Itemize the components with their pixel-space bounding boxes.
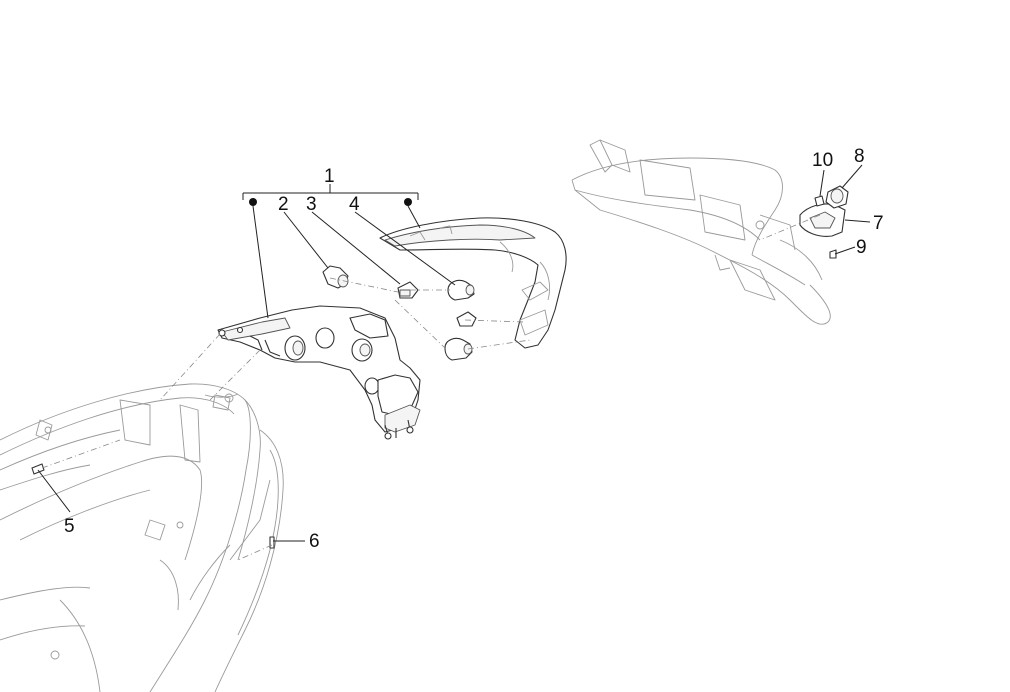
callout-3: 3 bbox=[306, 194, 317, 215]
kit-bracket bbox=[242, 184, 419, 206]
callout-9: 9 bbox=[856, 237, 867, 258]
rear-mudguard bbox=[571, 139, 831, 325]
callout-5: 5 bbox=[64, 516, 75, 537]
kit-marker-dot bbox=[249, 198, 257, 206]
callout-labels: 1 2 3 4 5 6 7 8 9 10 bbox=[64, 146, 884, 552]
callout-10: 10 bbox=[812, 150, 833, 171]
callout-2: 2 bbox=[278, 194, 289, 215]
callout-8: 8 bbox=[854, 146, 865, 167]
taillight-housing bbox=[217, 305, 421, 440]
assembly-lines bbox=[41, 214, 821, 561]
rear-body-frame bbox=[0, 383, 284, 692]
leader-lines bbox=[37, 164, 871, 542]
taillight-lens bbox=[379, 217, 567, 349]
callout-4: 4 bbox=[349, 194, 360, 215]
callout-1: 1 bbox=[324, 166, 335, 187]
kit-marker-dot bbox=[404, 198, 412, 206]
callout-6: 6 bbox=[309, 531, 320, 552]
callout-7: 7 bbox=[873, 213, 884, 234]
